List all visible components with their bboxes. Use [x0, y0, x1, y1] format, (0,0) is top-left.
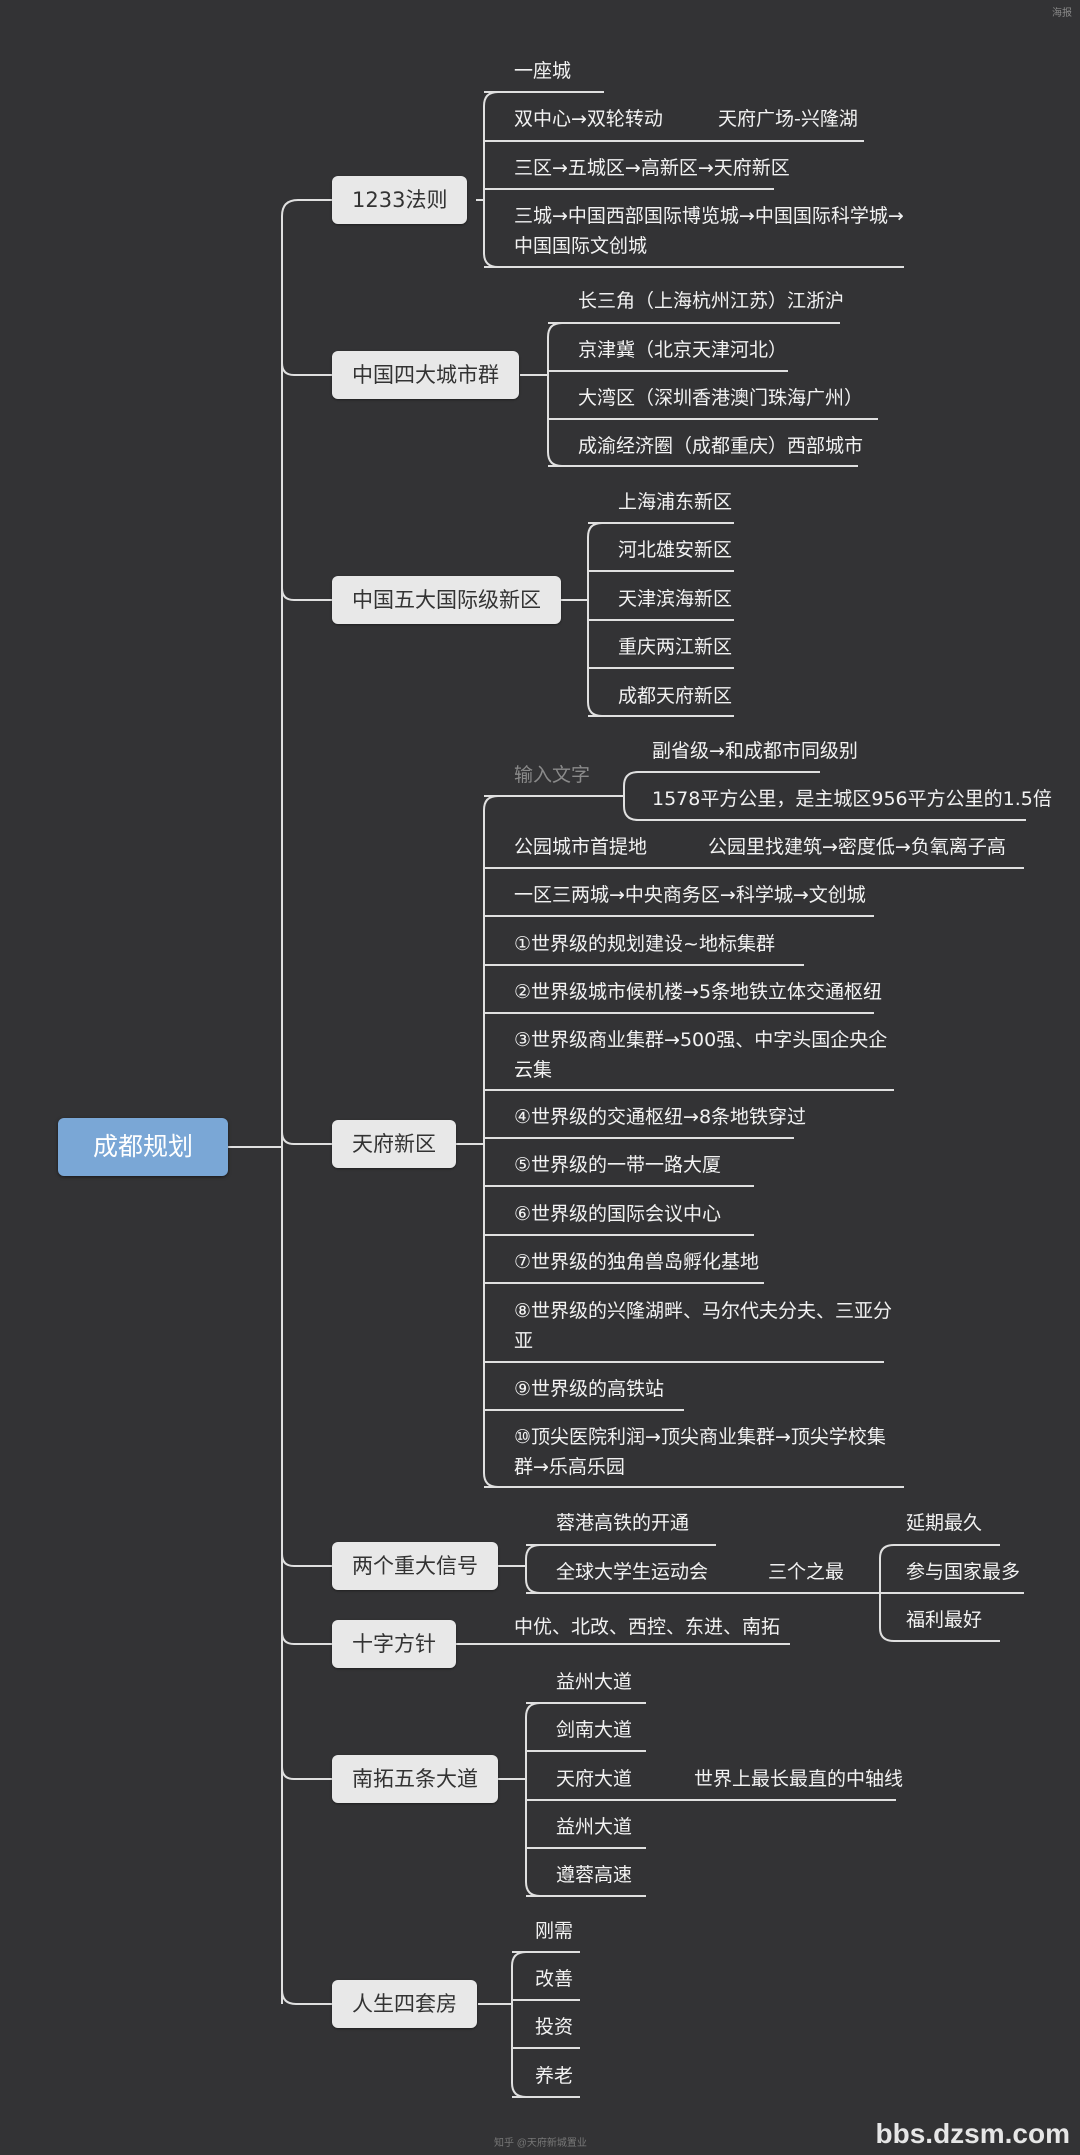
- connector-curve: [483, 252, 499, 268]
- leaf-item[interactable]: 成渝经济圈（成都重庆）西部城市: [578, 435, 864, 457]
- connector-curve: [547, 322, 563, 338]
- connector-curve: [511, 1951, 527, 1967]
- leaf-item[interactable]: 天府大道: [556, 1768, 633, 1790]
- branch-node-city-clusters[interactable]: 中国四大城市群: [332, 351, 519, 399]
- leaf-item[interactable]: 一区三两城→中央商务区→科学城→文创城: [514, 884, 866, 906]
- branch-node-ten-chars[interactable]: 十字方针: [332, 1620, 456, 1668]
- leaf-item[interactable]: 益州大道: [556, 1671, 633, 1693]
- branch-node-signals[interactable]: 两个重大信号: [332, 1542, 498, 1590]
- leaf-item[interactable]: 改善: [535, 1968, 574, 1990]
- leaf-item[interactable]: 刚需: [535, 1920, 574, 1942]
- connector-curve: [547, 451, 563, 467]
- branch-node-new-districts[interactable]: 中国五大国际级新区: [332, 576, 561, 624]
- leaf-item[interactable]: 公园城市首提地: [514, 836, 648, 858]
- leaf-item[interactable]: 天津滨海新区: [618, 588, 733, 610]
- connector-curve: [587, 522, 603, 538]
- leaf-subitem[interactable]: 三个之最: [768, 1561, 845, 1583]
- leaf-item[interactable]: 重庆两江新区: [618, 636, 733, 658]
- connector-curve: [281, 1631, 332, 1645]
- leaf-item[interactable]: ⑥世界级的国际会议中心: [514, 1203, 722, 1225]
- connector-curve: [587, 701, 603, 717]
- leaf-item[interactable]: 遵蓉高速: [556, 1864, 633, 1886]
- connector-curve: [281, 1766, 332, 1780]
- leaf-subitem[interactable]: 1578平方公里，是主城区956平方公里的1.5倍: [652, 788, 1052, 810]
- leaf-subsubitem[interactable]: 延期最久: [906, 1512, 983, 1534]
- leaf-item[interactable]: ①世界级的规划建设~地标集群: [514, 933, 775, 955]
- leaf-item[interactable]: 益州大道: [556, 1816, 633, 1838]
- connector-curve: [483, 795, 499, 811]
- leaf-item[interactable]: ⑧世界级的兴隆湖畔、马尔代夫分夫、三亚分亚: [514, 1300, 893, 1352]
- leaf-item[interactable]: ②世界级城市候机楼→5条地铁立体交通枢纽: [514, 981, 883, 1003]
- branch-node-four-houses[interactable]: 人生四套房: [332, 1980, 477, 2028]
- leaf-item[interactable]: ⑤世界级的一带一路大厦: [514, 1154, 722, 1176]
- leaf-item[interactable]: ③世界级商业集群→500强、中字头国企央企云集: [514, 1029, 888, 1081]
- leaf-item[interactable]: 全球大学生运动会: [556, 1561, 709, 1583]
- connector-curve: [525, 1578, 541, 1594]
- branch-node-1233[interactable]: 1233法则: [332, 176, 468, 224]
- leaf-item[interactable]: ⑩顶尖医院利润→顶尖商业集群→顶尖学校集群→乐高乐园: [514, 1426, 886, 1478]
- leaf-item[interactable]: 双中心→双轮转动: [514, 108, 663, 130]
- leaf-subsubitem[interactable]: 福利最好: [906, 1609, 983, 1631]
- connector-curve: [511, 2082, 527, 2098]
- leaf-item[interactable]: 大湾区（深圳香港澳门珠海广州）: [578, 387, 864, 409]
- leaf-item[interactable]: 三区→五城区→高新区→天府新区: [514, 157, 790, 179]
- leaf-item[interactable]: 蓉港高铁的开通: [556, 1512, 690, 1534]
- connector-curve: [281, 362, 332, 376]
- connector-curve: [623, 805, 1026, 821]
- leaf-subitem[interactable]: 天府广场-兴隆湖: [718, 108, 858, 130]
- connector-curve: [483, 91, 499, 107]
- placeholder-item[interactable]: 输入文字: [514, 764, 591, 786]
- leaf-item[interactable]: 京津冀（北京天津河北）: [578, 339, 788, 361]
- connector-curve: [281, 587, 332, 601]
- connector-curve: [281, 1989, 332, 2005]
- root-node[interactable]: 成都规划: [58, 1118, 228, 1176]
- leaf-item[interactable]: 成都天府新区: [618, 685, 733, 707]
- leaf-item[interactable]: 上海浦东新区: [618, 491, 733, 513]
- branch-node-south-roads[interactable]: 南拓五条大道: [332, 1755, 498, 1803]
- connector-curve: [281, 199, 332, 217]
- leaf-item[interactable]: ④世界级的交通枢纽→8条地铁穿过: [514, 1106, 807, 1128]
- connector-curve: [525, 1702, 541, 1718]
- leaf-item[interactable]: 中优、北改、西控、东进、南拓: [514, 1616, 781, 1638]
- branch-node-tianfu[interactable]: 天府新区: [332, 1120, 456, 1168]
- connector-curve: [525, 1544, 541, 1560]
- leaf-item[interactable]: ⑦世界级的独角兽岛孵化基地: [514, 1251, 760, 1273]
- connector-curve: [281, 1553, 332, 1567]
- leaf-item[interactable]: 河北雄安新区: [618, 539, 733, 561]
- site-watermark: bbs.dzsm.com: [875, 2118, 1070, 2149]
- connector-curve: [879, 1544, 1000, 1559]
- leaf-item[interactable]: 投资: [535, 2016, 574, 2038]
- leaf-item[interactable]: 养老: [535, 2065, 574, 2087]
- connector-curve: [281, 1131, 332, 1145]
- connector-curve: [483, 1472, 499, 1488]
- leaf-subitem[interactable]: 世界上最长最直的中轴线: [694, 1768, 904, 1790]
- leaf-item[interactable]: 长三角（上海杭州江苏）江浙沪: [578, 290, 845, 312]
- connector-curve: [879, 1627, 1000, 1642]
- bottom-small-watermark: 知乎 @天府新城置业: [494, 2138, 587, 2149]
- leaf-item[interactable]: 一座城: [514, 60, 572, 82]
- connector-curve: [525, 1881, 541, 1897]
- leaf-subitem[interactable]: 副省级→和成都市同级别: [652, 740, 858, 762]
- leaf-subsubitem[interactable]: 参与国家最多: [906, 1561, 1021, 1583]
- leaf-item[interactable]: 剑南大道: [556, 1719, 633, 1741]
- connector-curve: [623, 771, 820, 787]
- leaf-item[interactable]: 三城→中国西部国际博览城→中国国际科学城→中国国际文创城: [514, 205, 904, 257]
- corner-watermark: 海报: [1052, 8, 1072, 19]
- leaf-subitem[interactable]: 公园里找建筑→密度低→负氧离子高: [708, 836, 1006, 858]
- leaf-item[interactable]: ⑨世界级的高铁站: [514, 1378, 665, 1400]
